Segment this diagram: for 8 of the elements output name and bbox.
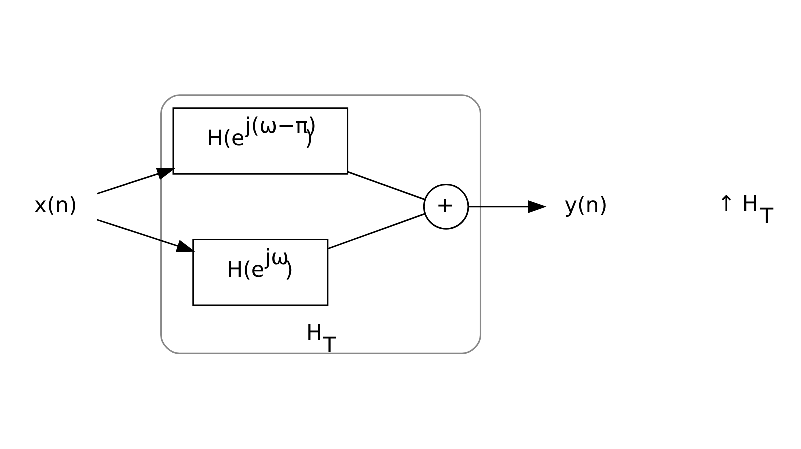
node-text: x(n) bbox=[34, 194, 78, 219]
arrow bbox=[96, 168, 176, 195]
arrow bbox=[96, 219, 196, 252]
connector bbox=[348, 171, 426, 201]
arrow bbox=[468, 200, 547, 214]
node-text: y(n) bbox=[564, 194, 608, 219]
connector bbox=[328, 213, 426, 250]
node-circle: + bbox=[423, 184, 470, 230]
